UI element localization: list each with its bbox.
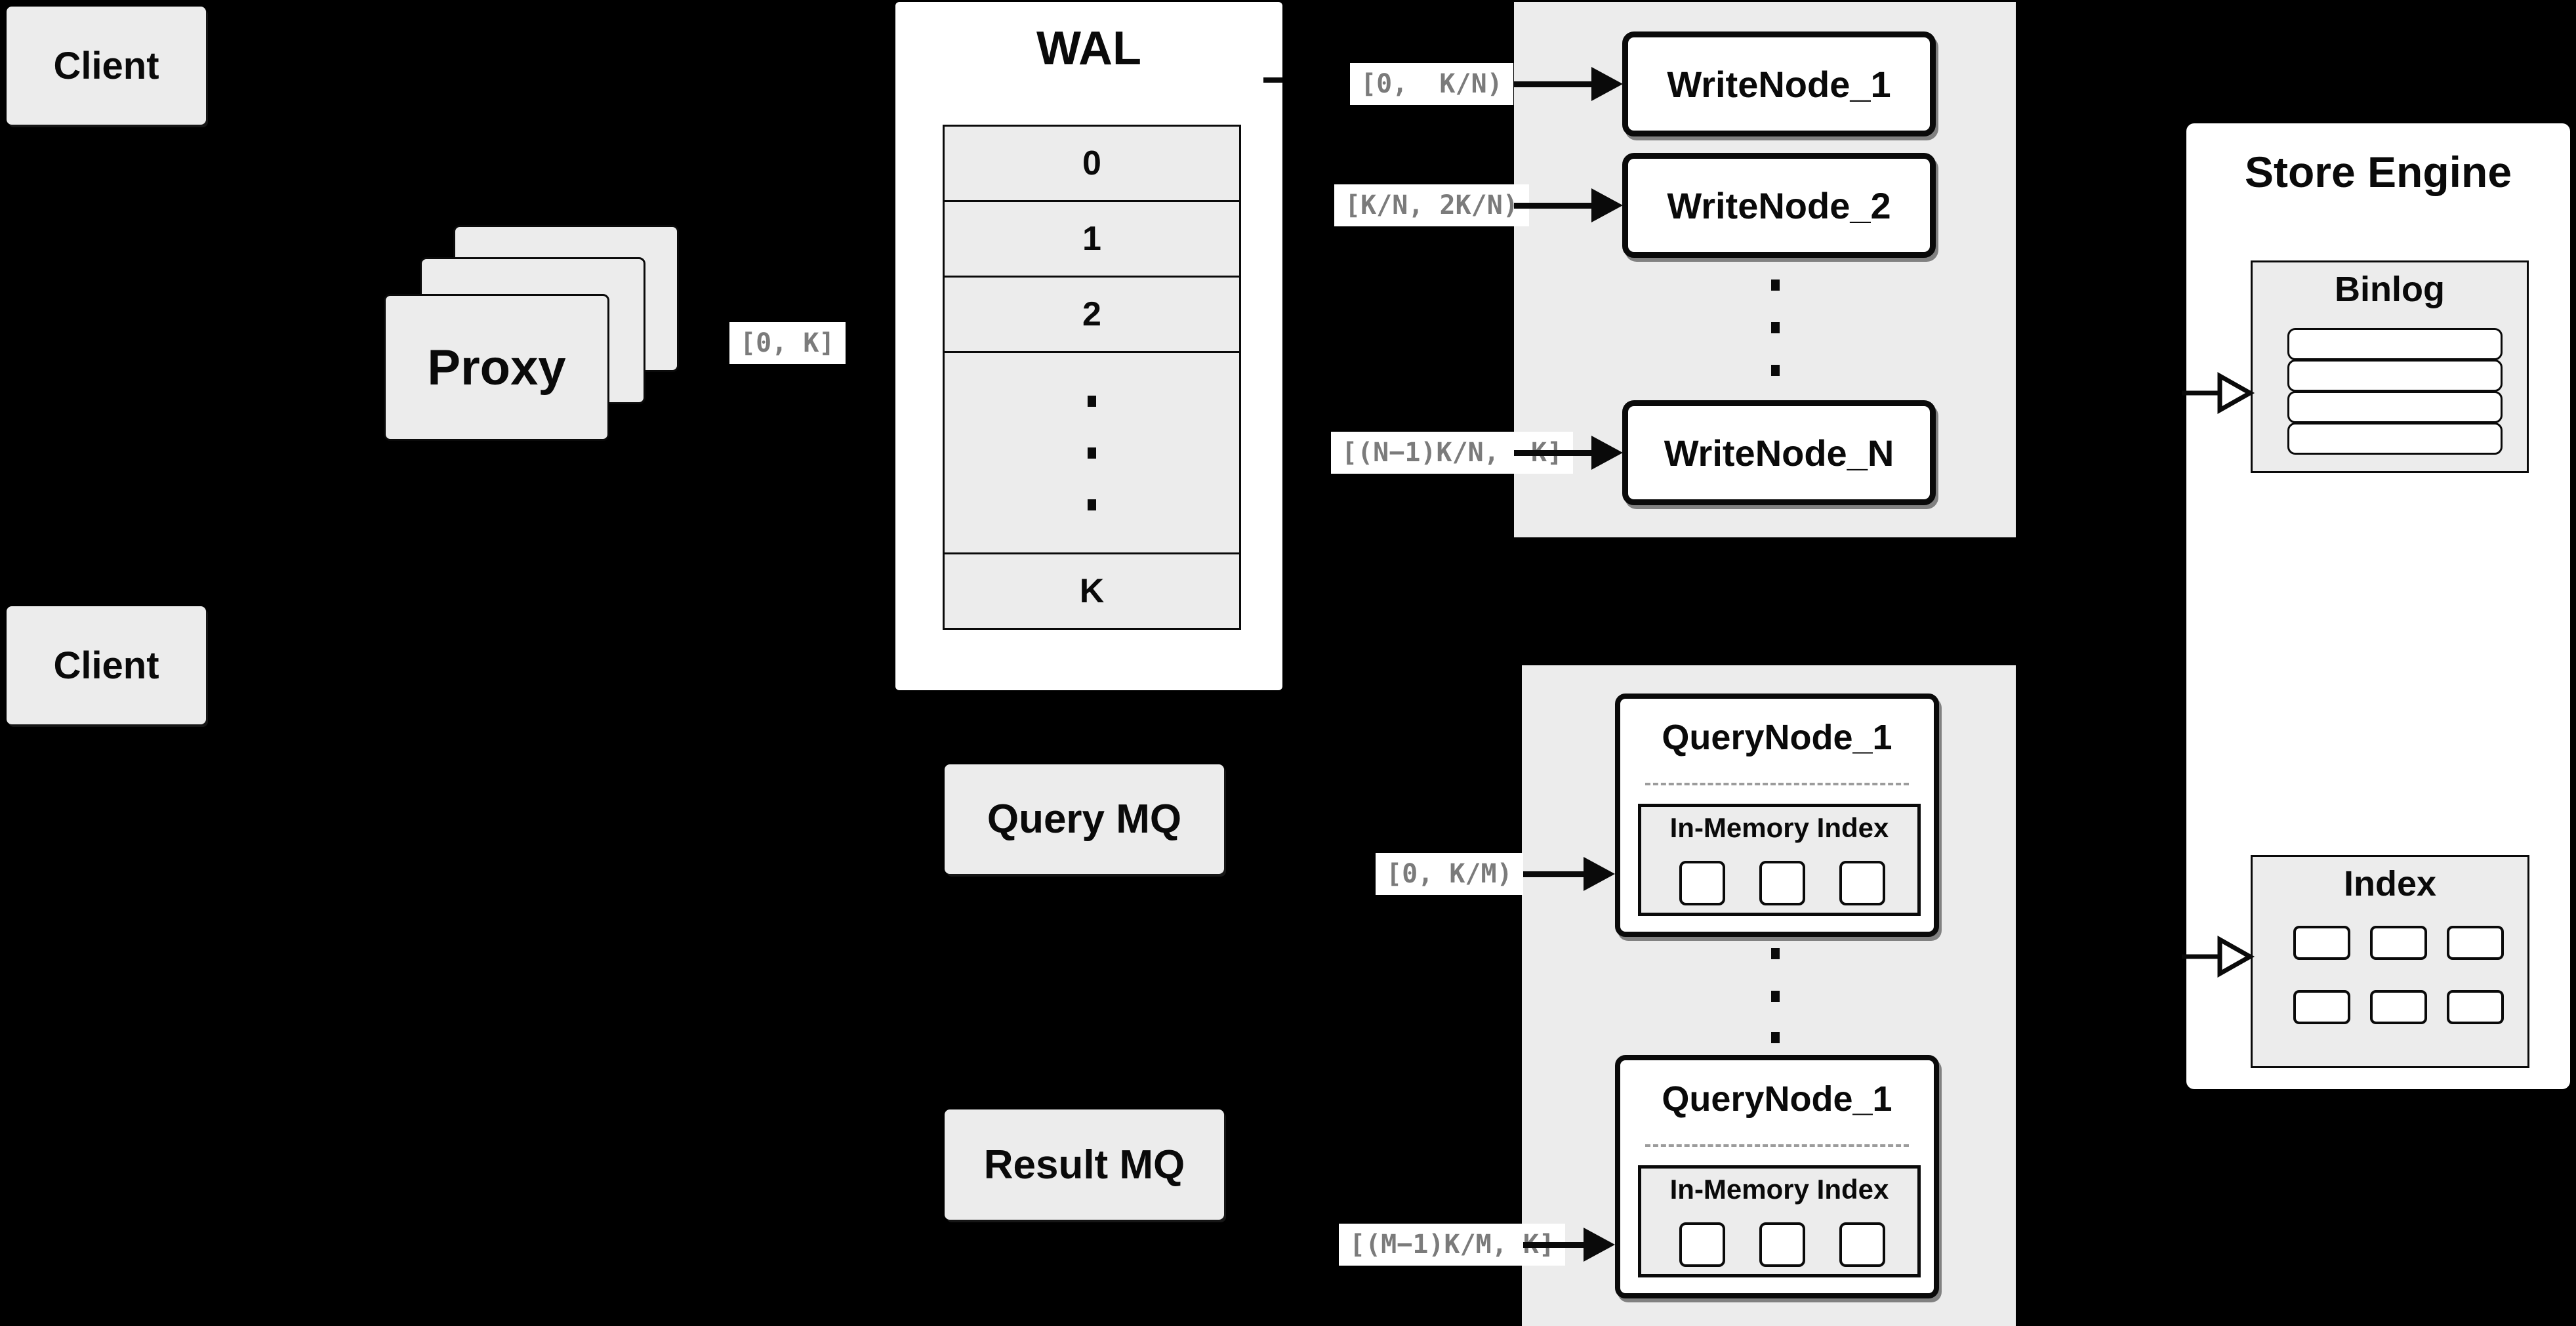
writenode-n-box: WriteNode_N: [1622, 400, 1936, 505]
dashed-divider: [1645, 783, 1909, 785]
range-chip-writenode-2: [K/N, 2K/N): [1334, 184, 1529, 226]
arrowhead-querynode-1: [1584, 857, 1615, 891]
memory-segment: [1759, 861, 1805, 905]
index-cell: [2293, 990, 2350, 1024]
arrow-to-querynode-m: [1523, 1242, 1586, 1248]
arrow-to-querynode-1: [1523, 871, 1586, 877]
range-chip-querynode-m: [(M−1)K/M, K]: [1339, 1224, 1566, 1266]
result-mq-box: Result MQ: [945, 1109, 1224, 1220]
client-box-bottom: Client: [7, 606, 206, 724]
binlog-row: [2287, 328, 2503, 360]
open-arrow-to-binlog: [2182, 372, 2255, 414]
ellipsis-dot: [1088, 447, 1096, 459]
index-cell: [2370, 990, 2427, 1024]
memory-segment: [1839, 1222, 1885, 1267]
binlog-box: Binlog: [2251, 260, 2529, 473]
arrowhead-writenode-2: [1591, 188, 1623, 222]
in-memory-index-title: In-Memory Index: [1669, 812, 1889, 843]
index-cell: [2447, 926, 2504, 960]
wal-cell-ellipsis: [945, 351, 1239, 552]
memory-segment: [1679, 1222, 1725, 1267]
index-cell: [2293, 926, 2350, 960]
wal-segment-table: 0 1 2 K: [943, 125, 1241, 630]
memory-segment: [1839, 861, 1885, 905]
querynode-1-title: QueryNode_1: [1662, 718, 1892, 757]
ellipsis-dot: [1771, 365, 1780, 376]
writenode-1-box: WriteNode_1: [1622, 31, 1936, 136]
index-box: Index: [2251, 855, 2529, 1068]
proxy-box-front: Proxy: [384, 294, 609, 441]
store-engine-title: Store Engine: [2244, 148, 2512, 196]
arrowhead-querynode-m: [1584, 1228, 1615, 1262]
wal-cell-0: 0: [945, 127, 1239, 200]
open-arrow-to-index: [2182, 936, 2255, 978]
index-cell: [2370, 926, 2427, 960]
index-title: Index: [2343, 864, 2437, 903]
range-chip-writenode-n: [(N−1)K/N, K]: [1331, 432, 1574, 474]
range-chip-proxy: [0, K]: [729, 322, 846, 364]
ellipsis-dot: [1088, 395, 1096, 407]
range-chip-querynode-1: [0, K/M): [1376, 853, 1523, 895]
ellipsis-dot: [1771, 322, 1780, 333]
ellipsis-dot: [1771, 280, 1780, 291]
index-cell: [2447, 990, 2504, 1024]
query-mq-box: Query MQ: [945, 764, 1224, 874]
wal-out-arrow-stub: [1263, 77, 1282, 83]
binlog-row: [2287, 360, 2503, 392]
ellipsis-dot: [1771, 1032, 1780, 1043]
writenode-2-box: WriteNode_2: [1622, 153, 1936, 258]
querynode-m-title: QueryNode_1: [1662, 1079, 1892, 1119]
in-memory-index-title: In-Memory Index: [1669, 1174, 1889, 1205]
wal-cell-2: 2: [945, 276, 1239, 351]
querynode-m-box: QueryNode_1 In-Memory Index: [1615, 1055, 1939, 1298]
arrow-to-writenode-1: [1514, 81, 1594, 87]
arrow-to-writenode-2: [1514, 203, 1594, 209]
arrowhead-writenode-1: [1591, 67, 1623, 101]
memory-segment: [1759, 1222, 1805, 1267]
ellipsis-dot: [1771, 991, 1780, 1002]
binlog-title: Binlog: [2335, 270, 2445, 309]
memory-segment: [1679, 861, 1725, 905]
ellipsis-dot: [1771, 948, 1780, 959]
binlog-row: [2287, 391, 2503, 423]
client-box-top: Client: [7, 7, 206, 125]
querynode-1-box: QueryNode_1 In-Memory Index: [1615, 694, 1939, 937]
wal-cell-1: 1: [945, 200, 1239, 276]
in-memory-index-box: In-Memory Index: [1638, 1165, 1921, 1277]
wal-title: WAL: [1036, 22, 1141, 75]
arrowhead-writenode-n: [1591, 436, 1623, 470]
range-chip-writenode-1: [0, K/N): [1350, 63, 1513, 105]
binlog-row: [2287, 423, 2503, 455]
dashed-divider: [1645, 1144, 1909, 1147]
in-memory-index-box: In-Memory Index: [1638, 804, 1921, 916]
arrow-to-writenode-n: [1514, 450, 1594, 456]
wal-cell-k: K: [945, 552, 1239, 628]
ellipsis-dot: [1088, 499, 1096, 510]
